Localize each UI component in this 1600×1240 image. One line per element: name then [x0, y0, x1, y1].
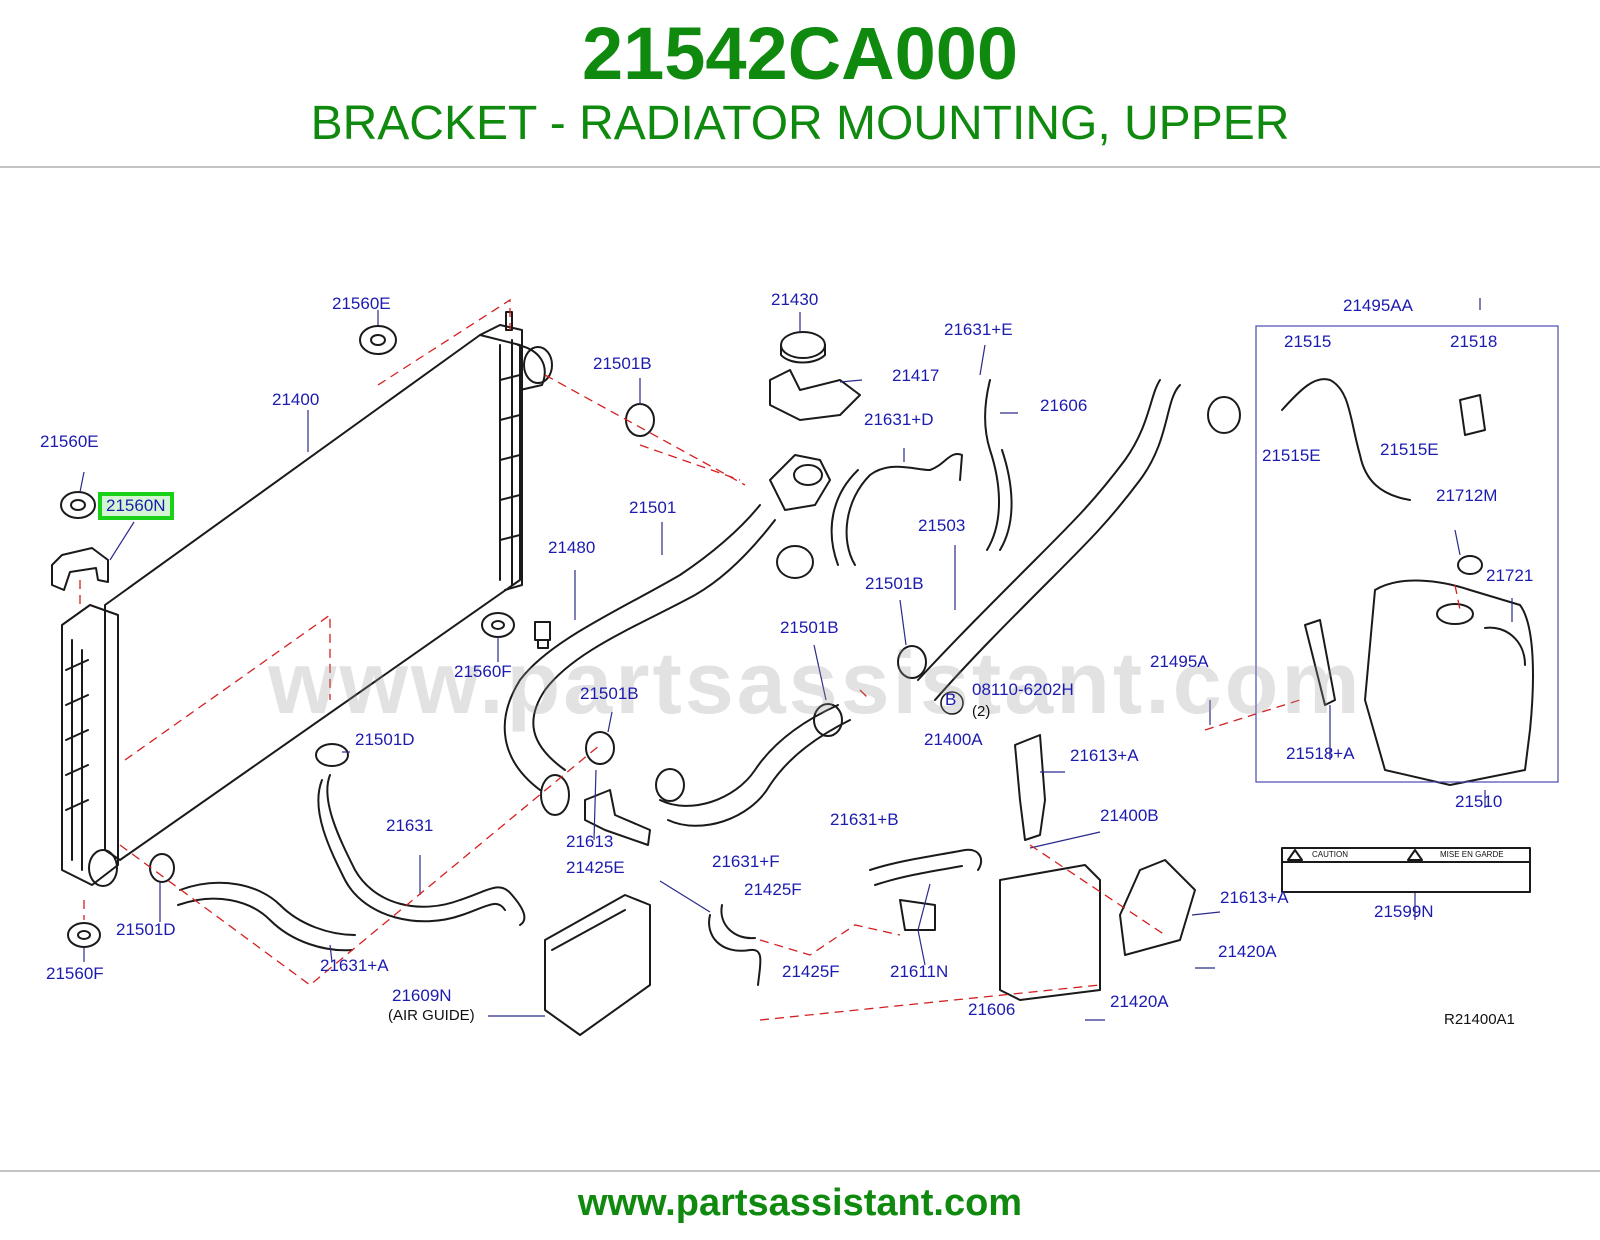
callout-21631: 21631	[386, 816, 434, 835]
air-guide	[544, 894, 651, 1036]
parts-diagram: www.partsassistant.com 21560E 21400 2156…	[0, 170, 1600, 1168]
callout-21613: 21613	[566, 832, 614, 851]
callout-21425f-lower: 21425F	[782, 962, 840, 981]
callout-21501b-lower: 21501B	[580, 684, 639, 703]
callout-21430: 21430	[771, 290, 819, 309]
callout-21501b-right: 21501B	[865, 574, 924, 593]
callout-21613-a-lower: 21613+A	[1220, 888, 1289, 907]
grommet-left	[60, 491, 96, 519]
part-description: BRACKET - RADIATOR MOUNTING, UPPER	[310, 97, 1290, 150]
callout-21515e-right: 21515E	[1380, 440, 1439, 459]
upper-hose	[503, 504, 776, 791]
upper-mount-bracket	[51, 547, 109, 591]
reserve-tank	[1364, 579, 1534, 786]
callout-21560n-highlighted[interactable]: 21560N	[98, 492, 174, 520]
header-divider	[0, 166, 1600, 168]
caution-label-right-text: MISE EN GARDE	[1440, 850, 1504, 859]
callout-21599n: 21599N	[1374, 902, 1434, 921]
radiator-side-tank	[61, 604, 119, 886]
callout-21420a-lower: 21420A	[1110, 992, 1169, 1011]
callout-21501b-upper: 21501B	[593, 354, 652, 373]
callout-21631-f: 21631+F	[712, 852, 780, 871]
callout-21613-a-upper: 21613+A	[1070, 746, 1139, 765]
reservoir-group-box	[1255, 325, 1559, 783]
callout-21560f-mid: 21560F	[454, 662, 512, 681]
callout-21425e: 21425E	[566, 858, 625, 877]
lower-hose	[317, 774, 526, 926]
part-number: 21542CA000	[581, 12, 1019, 95]
callout-21510: 21510	[1455, 792, 1503, 811]
diagram-reference-code: R21400A1	[1444, 1011, 1515, 1028]
callout-21560f-left: 21560F	[46, 964, 104, 983]
footer-divider	[0, 1170, 1600, 1172]
callout-21611n: 21611N	[890, 962, 949, 981]
callout-21501b-center: 21501B	[780, 618, 839, 637]
callout-air-guide-note: (AIR GUIDE)	[388, 1007, 475, 1024]
callout-21606-lower: 21606	[968, 1000, 1016, 1019]
callout-21560e-left: 21560E	[40, 432, 99, 451]
callout-21560e-top: 21560E	[332, 294, 391, 313]
callout-21417: 21417	[892, 366, 940, 385]
callout-21480: 21480	[548, 538, 596, 557]
callout-21503: 21503	[918, 516, 966, 535]
radiator-cap	[780, 331, 826, 359]
callout-21495a: 21495A	[1150, 652, 1209, 671]
watermark: www.partsassistant.com	[268, 633, 1363, 732]
grommet-bottom-left	[67, 922, 101, 948]
callout-21400a: 21400A	[924, 730, 983, 749]
radiator-core	[104, 334, 521, 861]
callout-21495aa: 21495AA	[1343, 296, 1413, 315]
callout-21518-a: 21518+A	[1286, 744, 1355, 763]
callout-21631-d: 21631+D	[864, 410, 934, 429]
callout-21501: 21501	[629, 498, 677, 517]
caution-label	[1281, 847, 1531, 893]
callout-21721: 21721	[1486, 566, 1534, 585]
callout-21631-e: 21631+E	[944, 320, 1013, 339]
callout-21501d-lower: 21501D	[116, 920, 176, 939]
grommet-top	[359, 325, 397, 355]
caution-label-left-text: CAUTION	[1312, 850, 1348, 859]
callout-qty-2: (2)	[972, 703, 991, 720]
callout-21609n: 21609N	[392, 986, 452, 1005]
parts-diagram-drawing	[51, 298, 1559, 1036]
callout-21515: 21515	[1284, 332, 1332, 351]
callout-21420a-upper: 21420A	[1218, 942, 1277, 961]
radiator-top-tank	[479, 324, 523, 591]
callout-circle-b: B	[945, 690, 957, 709]
callout-21515e-left: 21515E	[1262, 446, 1321, 465]
clamp-21501b-top	[625, 403, 655, 437]
footer-url-link[interactable]: www.partsassistant.com	[577, 1182, 1023, 1224]
callout-21631-b: 21631+B	[830, 810, 899, 829]
callout-21712m: 21712M	[1436, 486, 1498, 505]
callout-21501d-upper: 21501D	[355, 730, 415, 749]
header: 21542CA000 BRACKET - RADIATOR MOUNTING, …	[0, 0, 1600, 168]
callout-21631-a: 21631+A	[320, 956, 389, 975]
callout-21425f-upper: 21425F	[744, 880, 802, 899]
ref-marker-circle	[940, 691, 964, 715]
callout-21400b: 21400B	[1100, 806, 1159, 825]
callout-08110-6202h: 08110-6202H	[972, 680, 1074, 699]
callout-21606-upper: 21606	[1040, 396, 1088, 415]
callout-21400: 21400	[272, 390, 320, 409]
callout-21518: 21518	[1450, 332, 1498, 351]
